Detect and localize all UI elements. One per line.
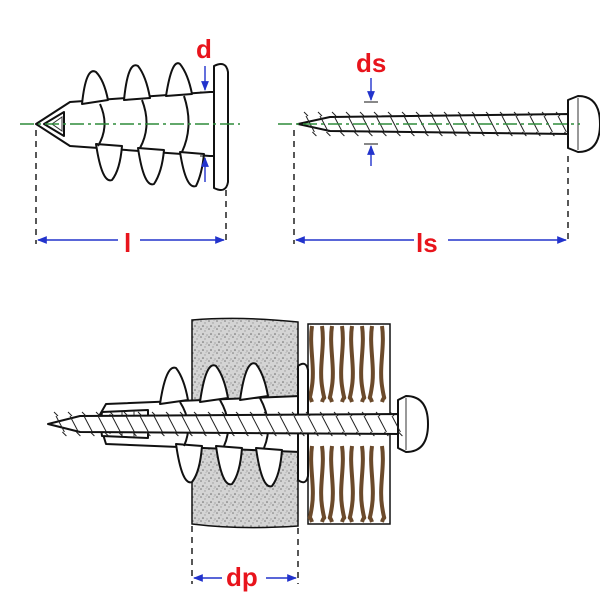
screw-drawing (278, 78, 600, 244)
label-l: l (124, 228, 131, 258)
label-d: d (196, 34, 212, 64)
wall-anchor-drawing (20, 62, 240, 244)
installed-assembly (47, 317, 429, 584)
label-ds: ds (356, 48, 386, 78)
label-dp: dp (226, 562, 258, 592)
label-ls: ls (416, 228, 438, 258)
